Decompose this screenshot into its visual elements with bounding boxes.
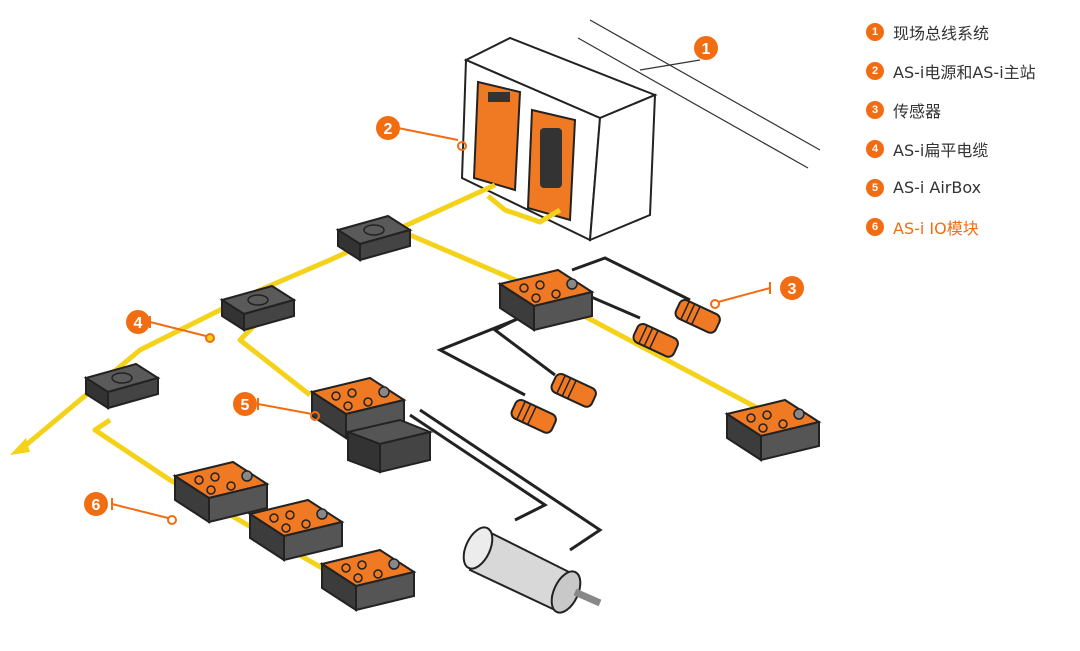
- legend-label: 传感器: [893, 101, 942, 121]
- svg-text:3: 3: [788, 281, 797, 298]
- proximity-sensor: [672, 297, 723, 336]
- control-cabinet: [460, 36, 658, 242]
- legend-label: AS-i扁平电缆: [893, 140, 989, 160]
- legend-label: AS-i电源和AS-i主站: [893, 62, 1036, 82]
- airbox-device: [337, 215, 411, 261]
- legend-number-badge: 1: [866, 22, 884, 41]
- legend-number-badge: 3: [866, 100, 884, 119]
- legend-item-flat-cable[interactable]: 4 AS-i扁平电缆: [866, 129, 1076, 168]
- io-module: [726, 399, 820, 461]
- airbox-device: [85, 363, 159, 409]
- legend-label: AS-i AirBox: [893, 178, 982, 197]
- proximity-sensor: [508, 397, 559, 436]
- callout-1[interactable]: 1: [694, 36, 718, 60]
- legend-item-airbox[interactable]: 5 AS-i AirBox: [866, 168, 1076, 207]
- svg-text:2: 2: [384, 121, 393, 138]
- legend: 1 现场总线系统 2 AS-i电源和AS-i主站 3 传感器 4 AS-i扁平电…: [866, 12, 1076, 246]
- legend-item-sensor[interactable]: 3 传感器: [866, 90, 1076, 129]
- callout-2[interactable]: 2: [376, 116, 467, 151]
- proximity-sensor: [548, 371, 599, 410]
- as-i-airbox-module: [311, 377, 434, 474]
- callout-5[interactable]: 5: [233, 392, 320, 421]
- callout-3[interactable]: 3: [710, 276, 804, 309]
- legend-label: AS-i IO模块: [893, 218, 979, 238]
- svg-text:1: 1: [702, 41, 711, 58]
- legend-label: 现场总线系统: [893, 23, 990, 43]
- legend-number-badge: 2: [866, 61, 884, 80]
- legend-item-fieldbus[interactable]: 1 现场总线系统: [866, 12, 1076, 51]
- legend-number-badge: 4: [866, 139, 884, 158]
- io-module: [321, 549, 415, 611]
- legend-item-io-module[interactable]: 6 AS-i IO模块: [866, 207, 1076, 246]
- as-i-system-diagram: 1 2 3 4 5 6: [10, 19, 821, 614]
- callout-4[interactable]: 4: [126, 310, 215, 343]
- legend-item-power-supply-master[interactable]: 2 AS-i电源和AS-i主站: [866, 51, 1076, 90]
- svg-text:4: 4: [134, 315, 143, 332]
- fieldbus-lines: [577, 19, 821, 169]
- svg-text:6: 6: [92, 497, 101, 514]
- callout-6[interactable]: 6: [84, 492, 177, 525]
- legend-number-badge: 6: [866, 217, 884, 236]
- legend-number-badge: 5: [866, 178, 884, 197]
- svg-text:5: 5: [241, 397, 250, 414]
- cylinder-actuator: [462, 526, 602, 614]
- cable-arrow-icon: [10, 438, 30, 455]
- airbox-device: [221, 285, 295, 331]
